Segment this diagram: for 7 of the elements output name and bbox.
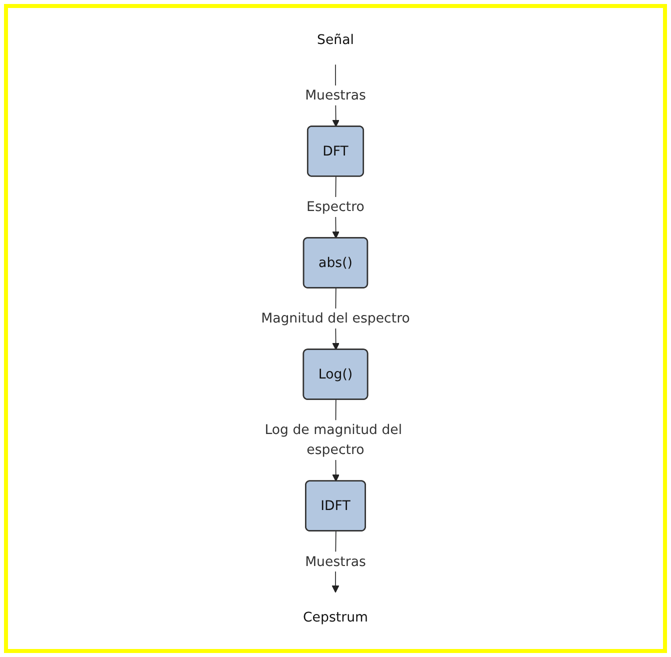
edge-label: Espectro	[306, 198, 364, 214]
node-text: Señal	[317, 31, 354, 48]
edge-label: Muestras	[305, 87, 366, 103]
edge-label: Log de magnitud del espectro	[264, 422, 402, 458]
edge-label: Magnitud del espectro	[261, 310, 410, 326]
node-text: Cepstrum	[302, 609, 368, 625]
edge-label: Muestras	[305, 553, 366, 570]
